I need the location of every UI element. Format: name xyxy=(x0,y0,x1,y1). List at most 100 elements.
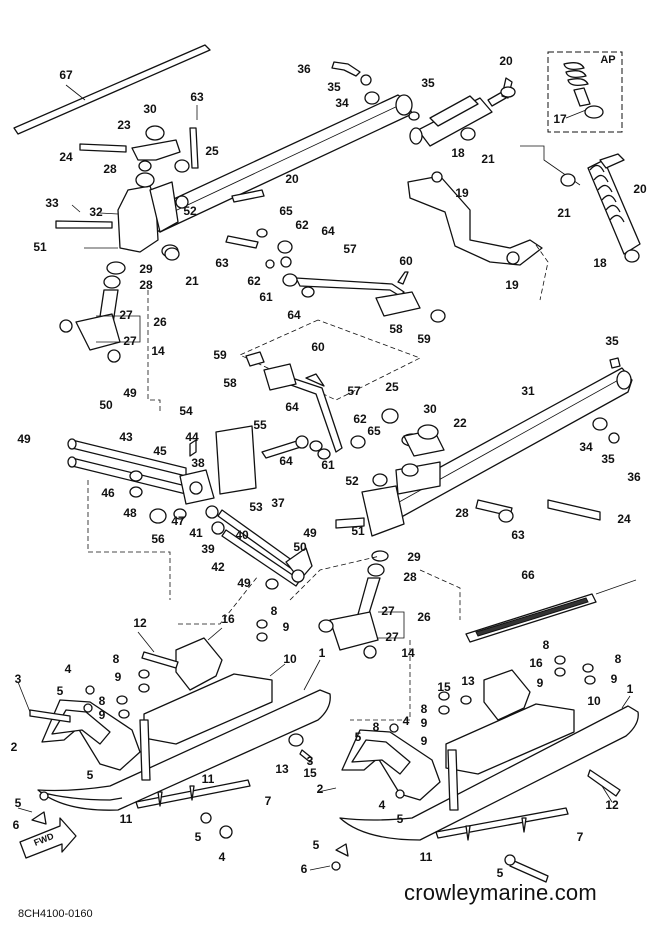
callout-8: 8 xyxy=(373,720,380,734)
callout-6: 6 xyxy=(301,862,308,876)
rear-bracket-19 xyxy=(407,171,549,301)
callout-26: 26 xyxy=(153,315,167,329)
callout-18: 18 xyxy=(451,146,465,160)
callout-20: 20 xyxy=(499,54,513,68)
callout-8: 8 xyxy=(615,652,622,666)
fwd-arrow xyxy=(19,817,77,859)
callout-27: 27 xyxy=(123,334,137,348)
callout-9: 9 xyxy=(99,708,106,722)
callout-28: 28 xyxy=(103,162,117,176)
callout-16: 16 xyxy=(529,656,543,670)
steering-column-left xyxy=(55,125,199,258)
callout-4: 4 xyxy=(379,798,386,812)
callout-5: 5 xyxy=(397,812,404,826)
callout-9: 9 xyxy=(283,620,290,634)
callout-45: 45 xyxy=(153,444,167,458)
callout-20: 20 xyxy=(285,172,299,186)
band-66 xyxy=(465,579,637,643)
callout-28: 28 xyxy=(455,506,469,520)
callout-49: 49 xyxy=(123,386,137,400)
shock-absorber-18-right xyxy=(560,153,641,263)
inset-label-ap: AP xyxy=(600,54,615,66)
callout-21: 21 xyxy=(185,274,199,288)
bracket-38 xyxy=(149,425,257,535)
callout-38: 38 xyxy=(191,456,205,470)
callout-8: 8 xyxy=(271,604,278,618)
callout-10: 10 xyxy=(283,652,297,666)
callout-62: 62 xyxy=(295,218,309,232)
callout-35: 35 xyxy=(605,334,619,348)
callout-52: 52 xyxy=(183,204,197,218)
callout-35: 35 xyxy=(421,76,435,90)
callout-25: 25 xyxy=(205,144,219,158)
callout-61: 61 xyxy=(259,290,273,304)
callout-4: 4 xyxy=(219,850,226,864)
callout-37: 37 xyxy=(271,496,285,510)
callout-36: 36 xyxy=(627,470,641,484)
callout-5: 5 xyxy=(497,866,504,880)
callout-61: 61 xyxy=(321,458,335,472)
callout-67: 67 xyxy=(59,68,73,82)
bolt-36-top xyxy=(331,61,420,121)
bolt-20-top xyxy=(500,77,516,99)
callout-48: 48 xyxy=(123,506,137,520)
callout-44: 44 xyxy=(185,430,199,444)
callout-56: 56 xyxy=(151,532,165,546)
callout-5: 5 xyxy=(57,684,64,698)
ski-right xyxy=(331,655,639,883)
trim-strip-67 xyxy=(13,44,211,135)
callout-9: 9 xyxy=(421,734,428,748)
callout-7: 7 xyxy=(265,794,272,808)
shock-absorber-18-top xyxy=(409,91,507,147)
callout-59: 59 xyxy=(213,348,227,362)
ski-left xyxy=(29,619,331,839)
spindle-27-left xyxy=(59,261,126,363)
callout-28: 28 xyxy=(403,570,417,584)
leader-lines-top xyxy=(71,105,581,412)
callout-4: 4 xyxy=(65,662,72,676)
callout-labels: 67 36 20 35 34 35 63 30 23 25 24 18 21 2… xyxy=(11,54,647,880)
callout-57: 57 xyxy=(343,242,357,256)
callout-17: 17 xyxy=(553,112,567,126)
callout-39: 39 xyxy=(201,542,215,556)
spindle-27-right xyxy=(318,550,389,659)
leader-lines-bottom xyxy=(17,627,631,871)
callout-5: 5 xyxy=(355,730,362,744)
callout-65: 65 xyxy=(279,204,293,218)
callout-32: 32 xyxy=(89,205,103,219)
callout-51: 51 xyxy=(351,524,365,538)
callout-40: 40 xyxy=(235,528,249,542)
callout-54: 54 xyxy=(179,404,193,418)
callout-34: 34 xyxy=(579,440,593,454)
callout-11: 11 xyxy=(120,812,133,826)
callout-41: 41 xyxy=(189,526,203,540)
callout-51: 51 xyxy=(33,240,47,254)
callout-62: 62 xyxy=(247,274,261,288)
callout-11: 11 xyxy=(420,850,433,864)
callout-42: 42 xyxy=(211,560,225,574)
callout-2: 2 xyxy=(11,740,18,754)
callout-5: 5 xyxy=(313,838,320,852)
callout-64: 64 xyxy=(279,454,293,468)
callout-57: 57 xyxy=(347,384,361,398)
callout-60: 60 xyxy=(399,254,413,268)
callout-21: 21 xyxy=(481,152,495,166)
callout-64: 64 xyxy=(285,400,299,414)
callout-33: 33 xyxy=(45,196,59,210)
callout-63: 63 xyxy=(190,90,204,104)
callout-10: 10 xyxy=(587,694,601,708)
callout-15: 15 xyxy=(303,766,317,780)
steering-rod-57-top xyxy=(282,271,446,323)
callout-35: 35 xyxy=(601,452,615,466)
callout-13: 13 xyxy=(275,762,289,776)
callout-7: 7 xyxy=(577,830,584,844)
callout-5: 5 xyxy=(195,830,202,844)
leader-lines-middle xyxy=(87,480,461,721)
callout-35: 35 xyxy=(327,80,341,94)
callout-63: 63 xyxy=(511,528,525,542)
callout-8: 8 xyxy=(421,702,428,716)
callout-4: 4 xyxy=(403,714,410,728)
bolt-55 xyxy=(261,435,331,460)
callout-64: 64 xyxy=(321,224,335,238)
